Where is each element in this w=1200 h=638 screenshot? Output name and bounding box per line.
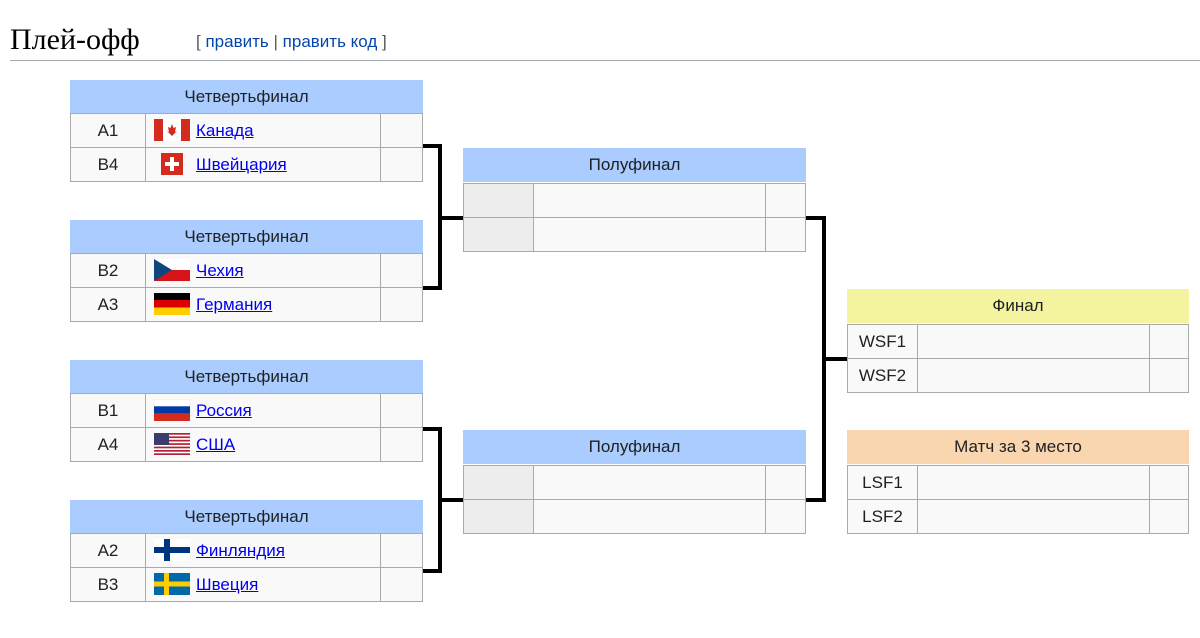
team-link[interactable]: США (196, 435, 236, 454)
team-name-cell: Финляндия (145, 533, 381, 568)
team-seed: LSF2 (847, 499, 918, 534)
heading-divider (10, 60, 1200, 61)
bracket-connector (423, 144, 442, 148)
team-name-cell (533, 465, 766, 500)
team-seed: LSF1 (847, 465, 918, 500)
team-name-cell (917, 499, 1150, 534)
match-header: Четвертьфинал (70, 220, 423, 254)
team-seed: WSF2 (847, 358, 918, 393)
score-cell (765, 183, 806, 218)
team-name-cell: Швейцария (145, 147, 381, 182)
score-cell (380, 533, 423, 568)
team-seed: A2 (70, 533, 146, 568)
team-seed (463, 217, 534, 252)
team-name-cell (917, 465, 1150, 500)
score-cell (765, 465, 806, 500)
team-seed (463, 499, 534, 534)
team-name-cell (533, 183, 766, 218)
score-cell (765, 499, 806, 534)
team-link[interactable]: Швейцария (196, 155, 287, 174)
team-name-cell: Чехия (145, 253, 381, 288)
edit-section-links: [ править | править код ] (196, 32, 387, 52)
team-name-cell: США (145, 427, 381, 462)
czech-flag-icon (154, 259, 190, 282)
section-title: Плей-офф (10, 23, 140, 56)
team-link[interactable]: Чехия (196, 261, 244, 280)
sweden-flag-icon (154, 573, 190, 596)
bracket-connector (438, 498, 463, 502)
bracket-connector (438, 216, 463, 220)
score-cell (380, 393, 423, 428)
team-seed: B4 (70, 147, 146, 182)
germany-flag-icon (154, 293, 190, 316)
team-name-cell (533, 217, 766, 252)
edit-bracket-close: ] (382, 32, 387, 51)
bracket-connector (423, 569, 442, 573)
score-cell (1149, 499, 1189, 534)
match-header: Четвертьфинал (70, 360, 423, 394)
team-seed (463, 465, 534, 500)
team-name-cell (917, 358, 1150, 393)
team-seed (463, 183, 534, 218)
bracket-connector (806, 216, 826, 220)
score-cell (380, 147, 423, 182)
canada-flag-icon (154, 119, 190, 142)
team-name-cell (917, 324, 1150, 359)
edit-link[interactable]: править (205, 32, 269, 51)
team-name-cell: Германия (145, 287, 381, 322)
russia-flag-icon (154, 399, 190, 422)
score-cell (1149, 465, 1189, 500)
score-cell (380, 287, 423, 322)
match-header: Четвертьфинал (70, 500, 423, 534)
team-link[interactable]: Швеция (196, 575, 259, 594)
match-header: Четвертьфинал (70, 80, 423, 114)
team-link[interactable]: Канада (196, 121, 254, 140)
team-name-cell: Швеция (145, 567, 381, 602)
bracket-connector (806, 498, 826, 502)
match-header: Полуфинал (463, 430, 806, 464)
team-link[interactable]: Германия (196, 295, 273, 314)
team-seed: A1 (70, 113, 146, 148)
team-seed: A3 (70, 287, 146, 322)
team-seed: WSF1 (847, 324, 918, 359)
edit-separator: | (273, 32, 278, 51)
team-link[interactable]: Финляндия (196, 541, 285, 560)
team-name-cell: Канада (145, 113, 381, 148)
team-seed: B2 (70, 253, 146, 288)
switzerland-flag-icon (154, 153, 190, 176)
bracket-connector (822, 357, 847, 361)
score-cell (1149, 324, 1189, 359)
match-header: Финал (847, 289, 1189, 323)
bracket-connector (423, 427, 442, 431)
finland-flag-icon (154, 539, 190, 562)
score-cell (1149, 358, 1189, 393)
score-cell (765, 217, 806, 252)
team-name-cell: Россия (145, 393, 381, 428)
score-cell (380, 253, 423, 288)
team-link[interactable]: Россия (196, 401, 252, 420)
team-seed: B3 (70, 567, 146, 602)
edit-code-link[interactable]: править код (282, 32, 378, 51)
match-header: Полуфинал (463, 148, 806, 182)
bracket-connector (423, 286, 442, 290)
team-seed: A4 (70, 427, 146, 462)
edit-bracket-open: [ (196, 32, 201, 51)
match-header: Матч за 3 место (847, 430, 1189, 464)
score-cell (380, 113, 423, 148)
score-cell (380, 567, 423, 602)
team-name-cell (533, 499, 766, 534)
team-seed: B1 (70, 393, 146, 428)
usa-flag-icon (154, 433, 190, 456)
score-cell (380, 427, 423, 462)
